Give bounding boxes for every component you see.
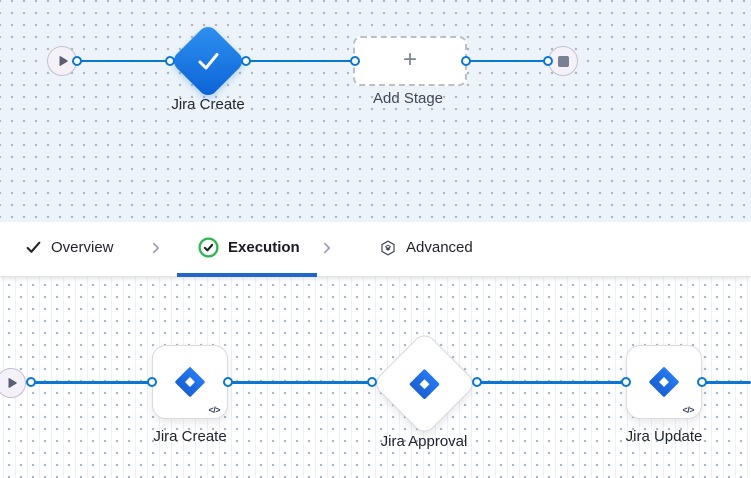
connection-point[interactable] xyxy=(543,56,553,66)
connection-point[interactable] xyxy=(621,377,631,387)
stage-node-jira-create[interactable] xyxy=(169,22,247,100)
step-label: Jira Create xyxy=(153,428,227,445)
code-badge: </> xyxy=(208,405,220,415)
flow-connector-line xyxy=(705,380,751,384)
circle-check-icon xyxy=(198,237,219,258)
pipeline-end-node[interactable] xyxy=(548,46,578,76)
code-badge: </> xyxy=(682,405,694,415)
step-node-jira-create[interactable]: </> xyxy=(152,345,228,419)
stage-config-tab-bar: Overview Execution xyxy=(0,222,751,277)
flow-connector-line xyxy=(231,380,370,384)
flow-connector-line xyxy=(247,59,354,63)
tab-overview-label: Overview xyxy=(51,239,114,256)
connection-point[interactable] xyxy=(165,56,175,66)
connection-point[interactable] xyxy=(697,377,707,387)
connection-point[interactable] xyxy=(147,377,157,387)
jira-icon xyxy=(172,364,208,400)
tab-execution[interactable]: Execution xyxy=(198,222,300,273)
connection-point[interactable] xyxy=(223,377,233,387)
add-stage-button[interactable]: + xyxy=(353,36,467,86)
execution-steps-canvas[interactable]: </> Jira Create Jira Approval xyxy=(0,277,751,478)
flow-connector-line xyxy=(481,380,623,384)
active-tab-underline xyxy=(177,273,317,277)
jira-icon xyxy=(646,364,682,400)
jira-icon xyxy=(407,366,443,402)
tab-advanced-label: Advanced xyxy=(406,239,473,256)
flow-connector-line xyxy=(467,59,548,63)
connection-point[interactable] xyxy=(72,56,82,66)
stage-label: Jira Create xyxy=(171,96,245,113)
check-icon xyxy=(190,43,226,79)
connection-point[interactable] xyxy=(367,377,377,387)
step-node-jira-approval[interactable] xyxy=(371,330,478,437)
stages-canvas[interactable]: Jira Create + Add Stage xyxy=(0,0,751,222)
execution-start-node[interactable] xyxy=(0,368,26,398)
connection-point[interactable] xyxy=(472,377,482,387)
chevron-right-icon xyxy=(320,222,334,273)
step-node-jira-update[interactable]: </> xyxy=(626,345,702,419)
connection-point[interactable] xyxy=(241,56,251,66)
tab-execution-label: Execution xyxy=(228,239,300,256)
add-stage-label: Add Stage xyxy=(372,90,444,107)
play-icon xyxy=(57,55,69,67)
flow-connector-line xyxy=(33,380,150,384)
hexagon-layers-icon xyxy=(379,239,397,257)
step-label: Jira Approval xyxy=(380,433,468,450)
connection-point[interactable] xyxy=(350,56,360,66)
connection-point[interactable] xyxy=(26,377,36,387)
stop-icon xyxy=(557,55,569,67)
connection-point[interactable] xyxy=(461,56,471,66)
chevron-right-icon xyxy=(149,222,163,273)
step-label: Jira Update xyxy=(625,428,703,445)
check-icon xyxy=(25,239,42,256)
flow-connector-line xyxy=(80,59,170,63)
play-icon xyxy=(6,377,18,389)
tab-overview[interactable]: Overview xyxy=(25,222,114,273)
tab-advanced[interactable]: Advanced xyxy=(379,222,473,273)
plus-icon: + xyxy=(402,45,417,73)
